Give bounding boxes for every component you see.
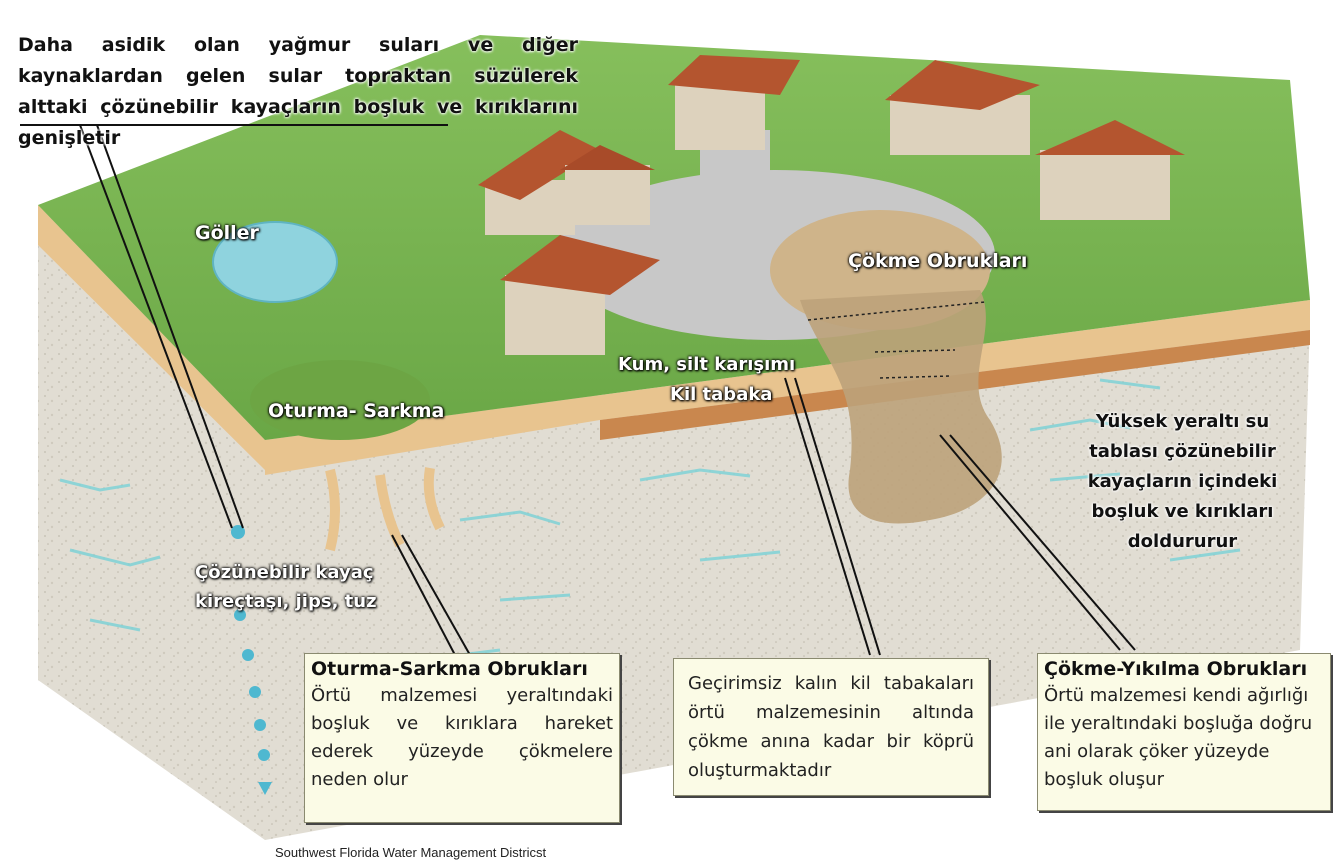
house-2	[560, 145, 655, 225]
subsidence-sinkhole-box: Oturma-Sarkma Obrukları Örtü malzemesi y…	[304, 653, 620, 823]
subsidence-hollow	[250, 360, 430, 440]
sand-layer-left	[38, 205, 265, 470]
clay-bridge-box: Geçirimsiz kalın kil tabakaları örtü mal…	[673, 658, 989, 796]
clay-bridge-box-body: Geçirimsiz kalın kil tabakaları örtü mal…	[688, 673, 974, 781]
subsidence-box-body: Örtü malzemesi yeraltındaki boşluk ve kı…	[311, 685, 613, 790]
collapse-sinkhole-label: Çökme Obrukları	[848, 250, 1028, 272]
subsidence-box-title: Oturma-Sarkma Obrukları	[311, 658, 588, 680]
collapse-sinkhole-box: Çökme-Yıkılma Obrukları Örtü malzemesi k…	[1037, 653, 1331, 811]
house-1	[478, 130, 600, 235]
sand-silt-label: Kum, silt karışımı	[618, 354, 796, 375]
top-note-label: Daha asidik olan yağmur suları ve diğer …	[18, 34, 578, 149]
collapse-plume	[800, 290, 1002, 524]
credit-text: Southwest Florida Water Management Distr…	[275, 845, 547, 860]
house-5	[885, 60, 1040, 155]
subsidence-roots	[325, 467, 445, 552]
soluble-rock-label: Çözünebilir kayaç kireçtaşı, jips, tuz	[195, 562, 377, 612]
collapse-box-body: Örtü malzemesi kendi ağırlığı ile yeralt…	[1044, 685, 1313, 790]
lakes-label: Göller	[195, 222, 259, 244]
lake	[212, 221, 338, 303]
house-4	[668, 55, 800, 150]
fractures	[59, 378, 1241, 662]
water-table-label: Yüksek yeraltı su tablası çözünebilir ka…	[1087, 411, 1278, 552]
dotted-guides	[807, 301, 986, 379]
house-3	[500, 235, 660, 355]
leader-lines	[20, 124, 1136, 656]
house-6	[1035, 120, 1185, 220]
clay-layer-label: Kil tabaka	[670, 384, 773, 405]
collapse-box-title: Çökme-Yıkılma Obrukları	[1044, 658, 1308, 680]
settling-label: Oturma- Sarkma	[268, 400, 445, 422]
percolation-dots	[231, 525, 272, 795]
